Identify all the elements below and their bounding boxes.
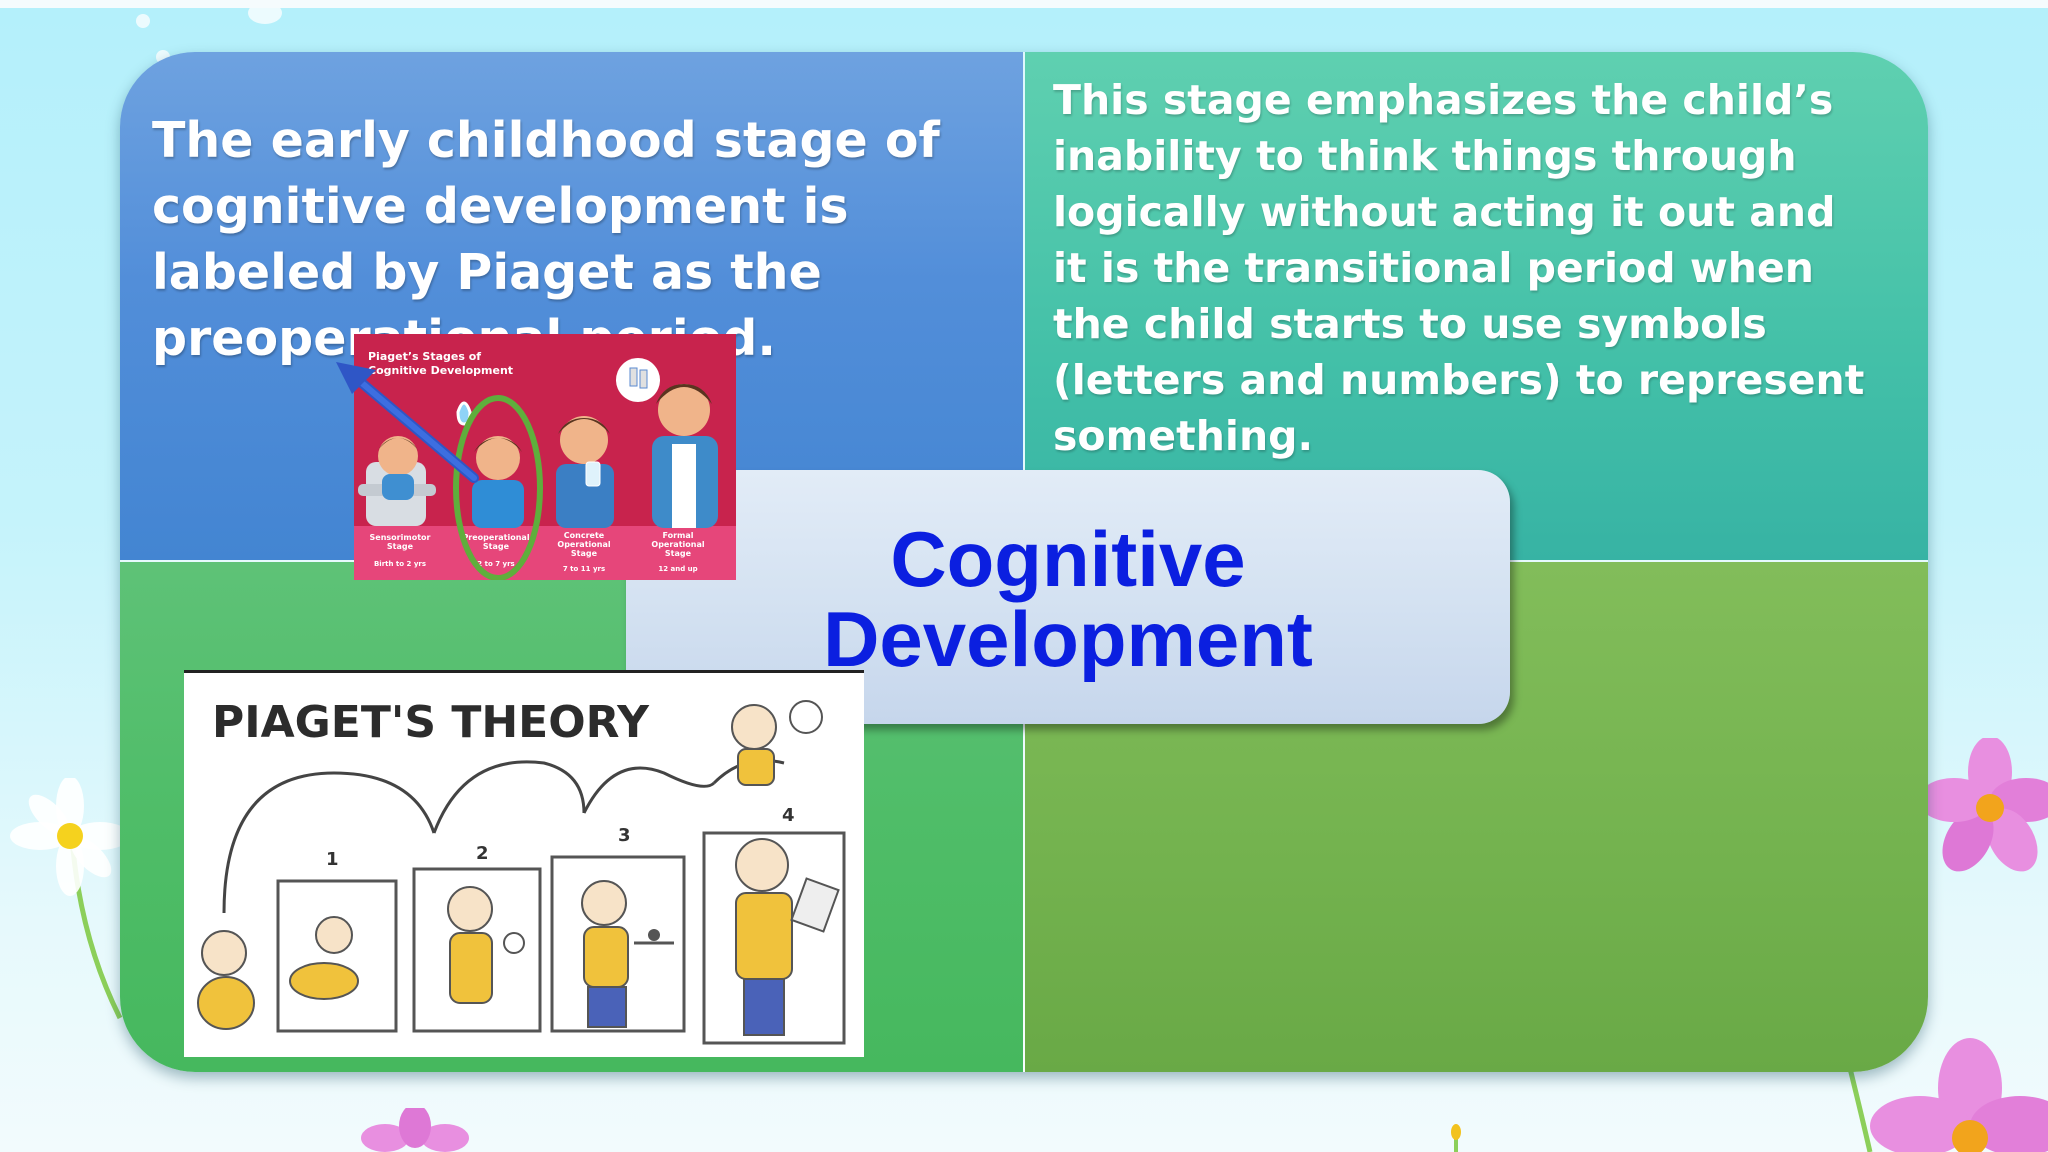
- toddler-playing-icon: [447, 886, 525, 1004]
- theory-number-2: 2: [476, 843, 489, 864]
- adult-thinking-icon: [731, 700, 823, 786]
- stage-3-label: Concrete: [564, 531, 605, 540]
- stage-4-label-2: Operational: [651, 540, 704, 549]
- theory-illustration: PIAGET'S THEORY 1 2 3 4: [184, 673, 864, 1057]
- stage-3-age: 7 to 11 yrs: [563, 565, 605, 573]
- stage-2-label: Preoperational: [462, 533, 529, 542]
- stages-title-line1: Piaget’s Stages of: [368, 350, 481, 363]
- stage-1-label-2: Stage: [387, 542, 414, 551]
- stage-2-label-2: Stage: [483, 542, 510, 551]
- preoperational-intro-text: The early childhood stage of cognitive d…: [152, 112, 940, 367]
- stages-illustration: Piaget’s Stages of Cognitive Development…: [354, 334, 736, 580]
- stage-3-label-3: Stage: [571, 549, 598, 558]
- stage-4-label: Formal: [662, 531, 693, 540]
- stage-4-label-3: Stage: [665, 549, 692, 558]
- arrow-pointer-icon: [336, 362, 479, 483]
- piaget-stages-image: Piaget’s Stages of Cognitive Development…: [354, 334, 736, 580]
- stage-1-label: Sensorimotor: [370, 533, 431, 542]
- theory-title: PIAGET'S THEORY: [212, 697, 650, 748]
- daisy-left-icon: [10, 778, 130, 1020]
- stages-title-line2: Cognitive Development: [368, 364, 513, 377]
- child-face-icon: [560, 416, 608, 464]
- teen-reading-icon: [735, 838, 840, 1036]
- pink-flower-bottom-left-icon: [361, 1108, 469, 1152]
- stage-description-text: This stage emphasizes the child’s inabil…: [1053, 76, 1865, 460]
- stage-1-age: Birth to 2 yrs: [374, 560, 426, 568]
- theory-number-4: 4: [782, 805, 795, 826]
- center-title: Cognitive Development: [823, 515, 1313, 683]
- highlight-ellipse: [453, 395, 543, 580]
- child-scale-icon: [581, 880, 674, 1028]
- baby-crawling-icon: [289, 916, 359, 1000]
- baby-face-icon: [378, 436, 418, 476]
- stage-3-label-2: Operational: [557, 540, 610, 549]
- pink-flower-right-icon: [1920, 738, 2048, 872]
- preschooler-face-icon: [476, 436, 520, 480]
- baby-sitting-icon: [197, 930, 255, 1030]
- pink-flower-bottom-right-icon: [1837, 1028, 2048, 1152]
- stage-2-age: 2 to 7 yrs: [477, 560, 514, 568]
- theory-number-3: 3: [618, 825, 631, 846]
- theory-number-1: 1: [326, 849, 339, 870]
- bokeh-light: [248, 8, 282, 24]
- stage-4-age: 12 and up: [658, 565, 697, 573]
- teen-face-icon: [658, 384, 710, 436]
- piaget-theory-image: PIAGET'S THEORY 1 2 3 4: [184, 670, 864, 1057]
- flower-bud-icon: [1451, 1124, 1461, 1152]
- bokeh-light: [136, 14, 150, 28]
